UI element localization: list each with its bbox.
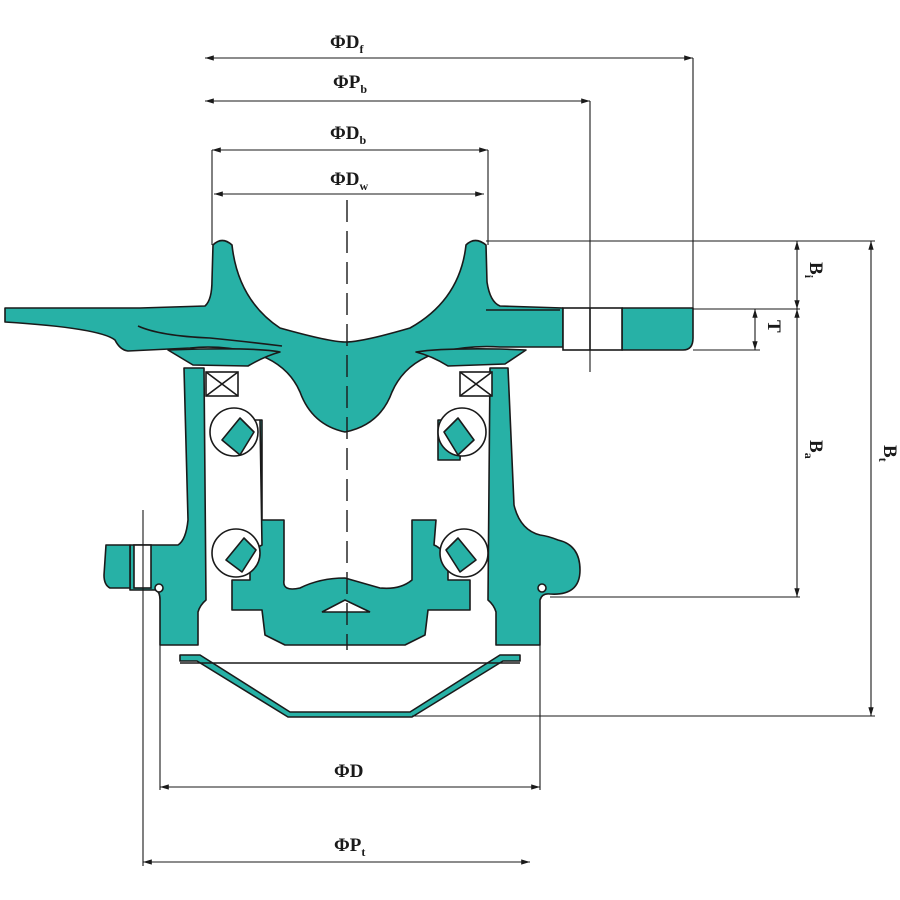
label-db: ΦDb	[330, 123, 366, 147]
label-pt: ΦPt	[334, 835, 365, 859]
seals	[205, 371, 493, 397]
bolt-hole	[562, 307, 623, 351]
label-t: T	[763, 320, 784, 333]
label-ba: Ba	[802, 440, 826, 459]
outer-housing	[103, 367, 581, 646]
inner-ring	[231, 419, 471, 646]
label-bi: Bi	[802, 262, 826, 279]
label-df: ΦDf	[330, 32, 364, 56]
label-dw: ΦDw	[330, 169, 368, 193]
label-d: ΦD	[334, 761, 363, 782]
label-bt: Bt	[876, 445, 900, 462]
label-pb: ΦPb	[333, 72, 367, 96]
dust-cap	[179, 654, 521, 718]
hub-flange	[4, 239, 694, 433]
balls	[209, 407, 489, 578]
dimension-lines	[142, 55, 875, 866]
dimension-labels: ΦDf ΦPb ΦDb ΦDw ΦD ΦPt Bi T Ba Bt	[330, 32, 900, 859]
